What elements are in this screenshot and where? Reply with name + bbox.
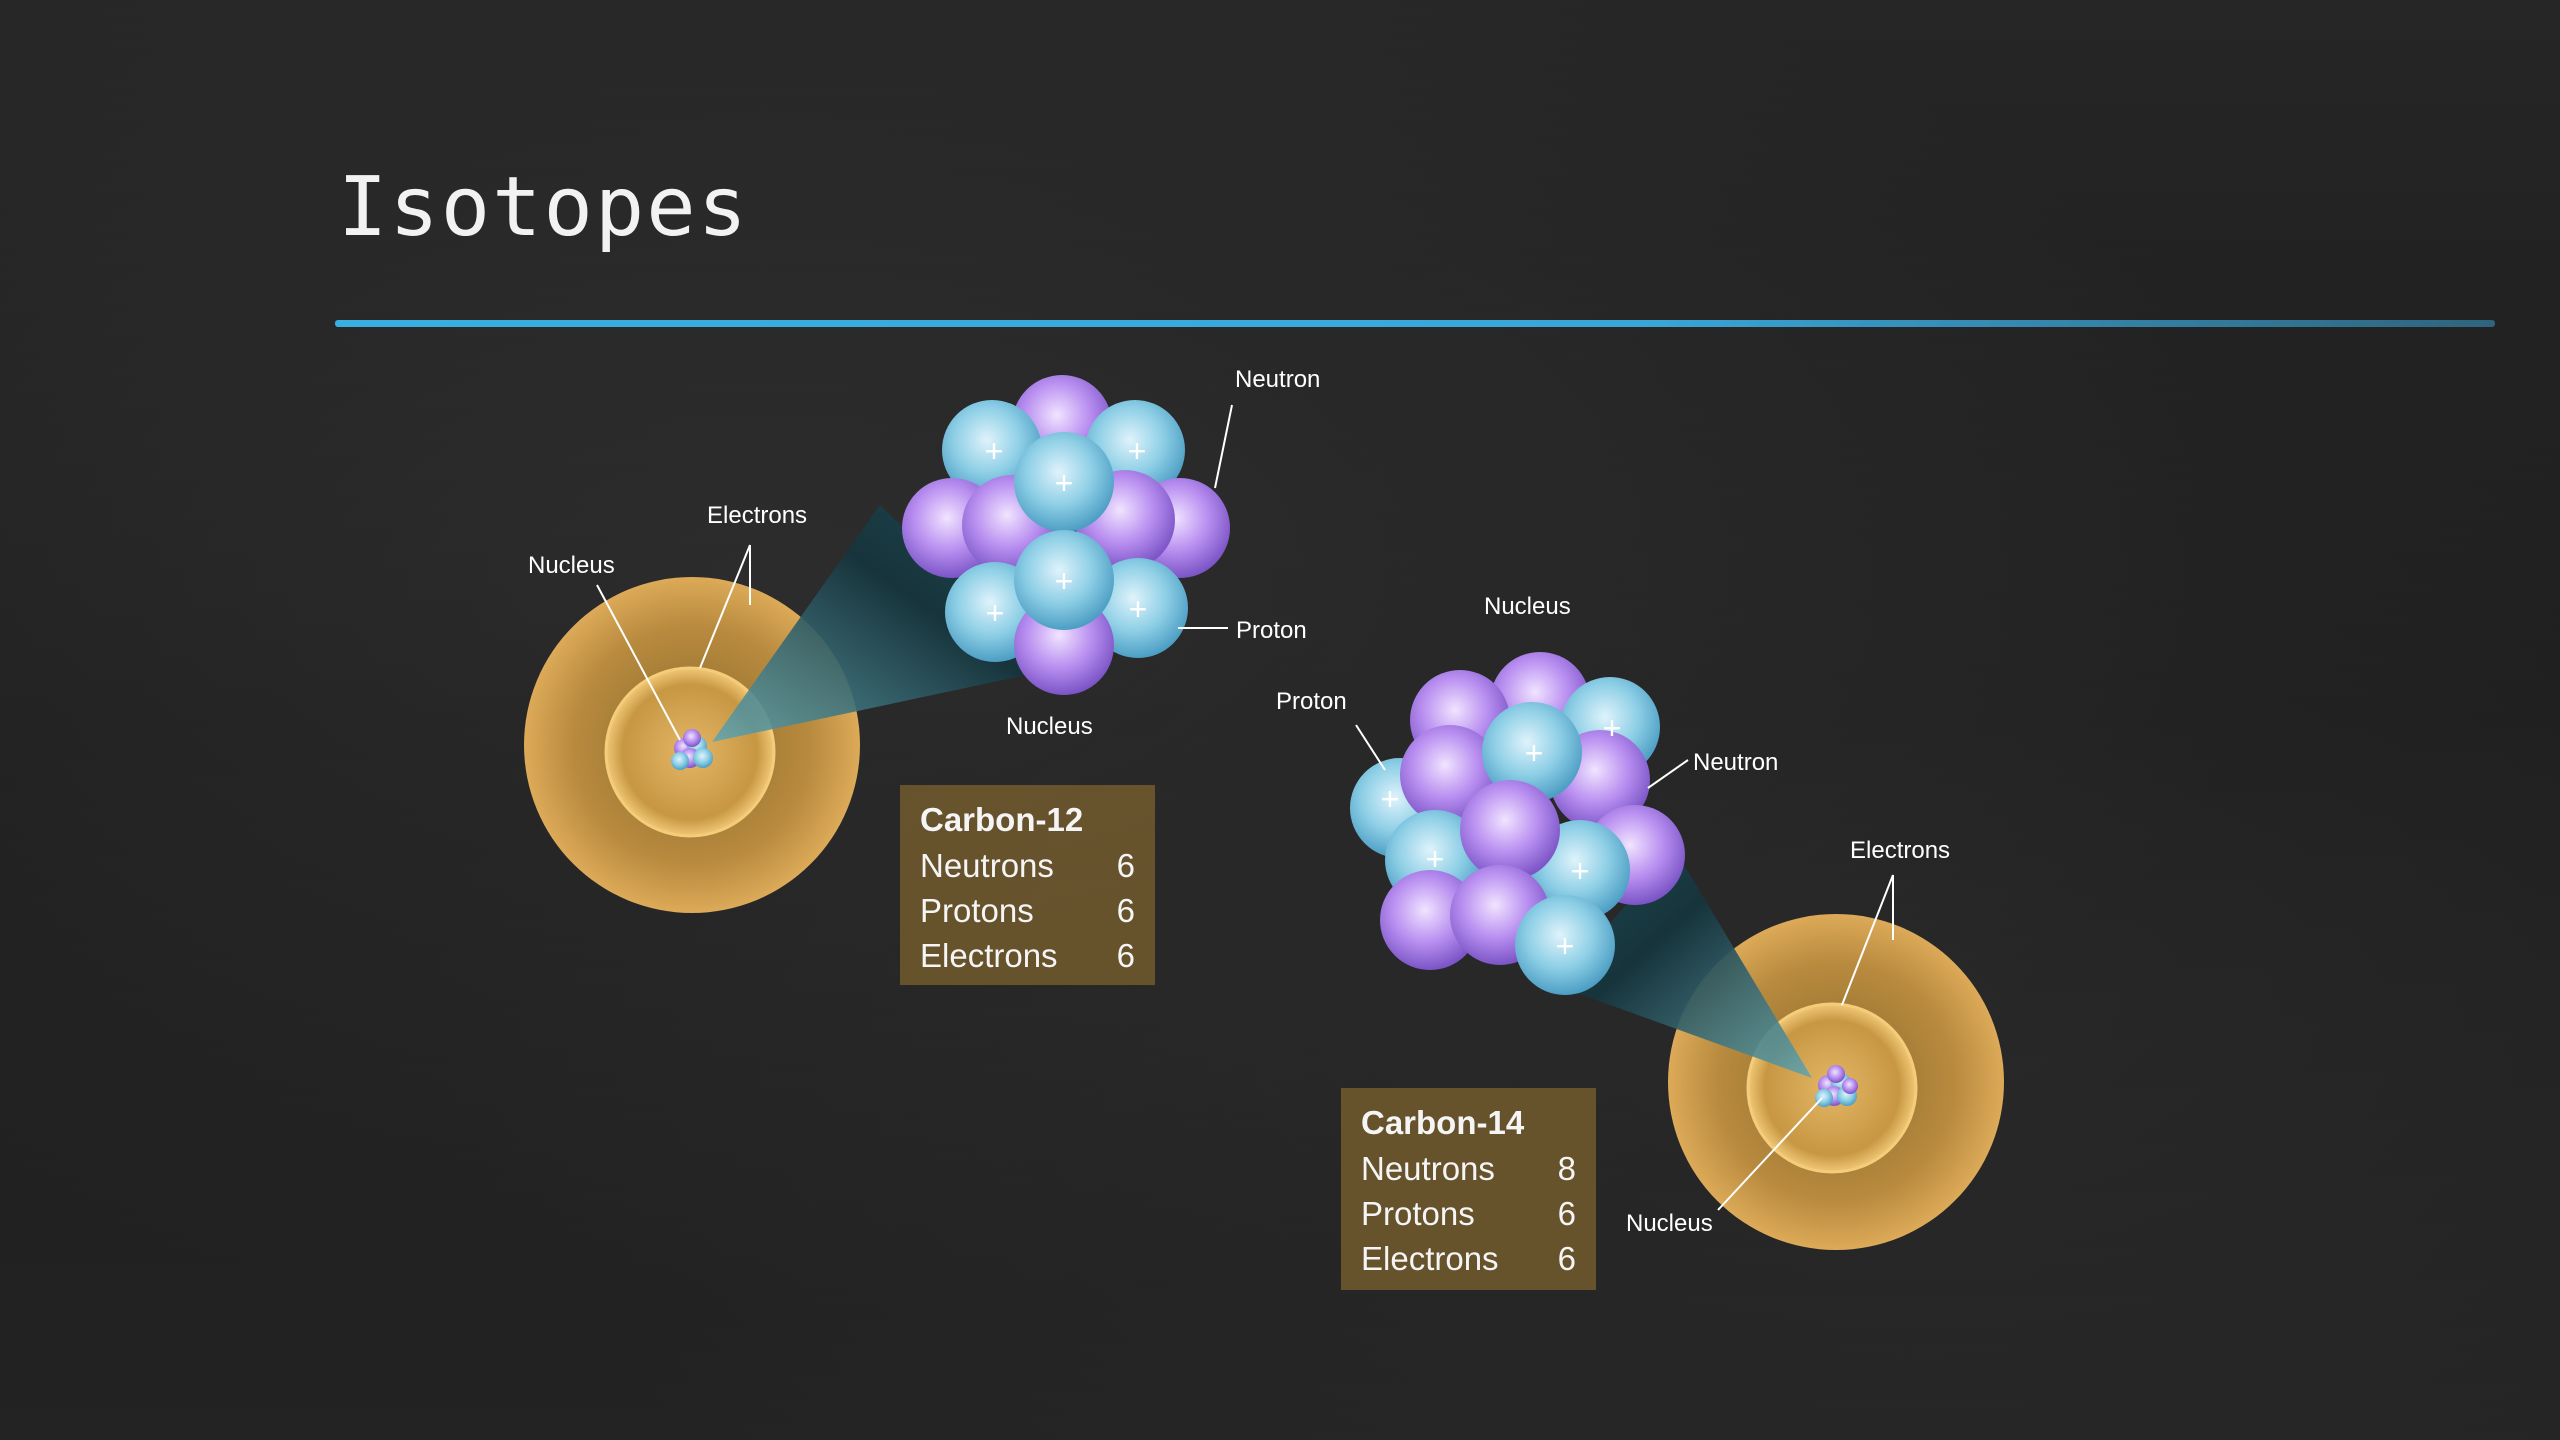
- carbon12-nucleus-cluster: + + + + + +: [902, 375, 1230, 695]
- row-label: Neutrons: [1361, 1150, 1495, 1187]
- svg-text:+: +: [1525, 735, 1544, 771]
- svg-text:+: +: [1129, 591, 1148, 627]
- carbon14-label-neutron: Neutron: [1693, 749, 1778, 776]
- carbon12-row-neutrons: Neutrons 6: [920, 843, 1135, 888]
- carbon14-label-nucleus-atom: Nucleus: [1626, 1210, 1713, 1237]
- carbon14-zoom-beam: [1555, 850, 1812, 1078]
- carbon14-row-protons: Protons 6: [1361, 1191, 1576, 1236]
- svg-text:+: +: [1381, 781, 1400, 817]
- carbon14-info-box: Carbon-14 Neutrons 8 Protons 6 Electrons…: [1341, 1088, 1596, 1290]
- carbon14-row-electrons: Electrons 6: [1361, 1236, 1576, 1281]
- row-value: 6: [1116, 847, 1135, 884]
- row-label: Electrons: [1361, 1240, 1499, 1277]
- carbon14-nucleus-cluster: + + + + + +: [1350, 652, 1685, 995]
- carbon12-label-neutron: Neutron: [1235, 366, 1320, 393]
- slide-title: Isotopes: [338, 160, 749, 255]
- svg-text:+: +: [1128, 433, 1147, 469]
- carbon12-label-nucleus-atom: Nucleus: [528, 552, 615, 579]
- svg-text:+: +: [1055, 465, 1074, 501]
- carbon12-row-protons: Protons 6: [920, 888, 1135, 933]
- carbon12-group: + + + + + + Nucleus Electrons Neutron: [524, 366, 1320, 913]
- svg-text:+: +: [1426, 841, 1445, 877]
- row-value: 8: [1557, 1150, 1576, 1187]
- carbon14-label-nucleus-zoom: Nucleus: [1484, 593, 1571, 620]
- svg-text:+: +: [1556, 928, 1575, 964]
- carbon12-mini-nucleus: [671, 729, 713, 770]
- row-value: 6: [1116, 892, 1135, 929]
- row-value: 6: [1116, 937, 1135, 974]
- carbon14-box-title: Carbon-14: [1361, 1104, 1525, 1141]
- row-value: 6: [1557, 1195, 1576, 1232]
- row-label: Protons: [920, 892, 1034, 929]
- carbon14-mini-nucleus: [1815, 1065, 1858, 1107]
- row-label: Neutrons: [920, 847, 1054, 884]
- carbon14-label-proton: Proton: [1276, 688, 1347, 715]
- row-value: 6: [1557, 1240, 1576, 1277]
- svg-text:+: +: [986, 595, 1005, 631]
- carbon14-label-electrons: Electrons: [1850, 837, 1950, 864]
- carbon14-row-neutrons: Neutrons 8: [1361, 1146, 1576, 1191]
- carbon12-info-box: Carbon-12 Neutrons 6 Protons 6 Electrons…: [900, 785, 1155, 985]
- carbon12-label-electrons: Electrons: [707, 502, 807, 529]
- svg-text:+: +: [1603, 710, 1622, 746]
- carbon12-zoom-beam: [712, 505, 1050, 742]
- svg-text:+: +: [1571, 853, 1590, 889]
- carbon12-label-nucleus-zoom: Nucleus: [1006, 713, 1093, 740]
- carbon12-label-proton: Proton: [1236, 617, 1307, 644]
- svg-text:+: +: [1055, 563, 1074, 599]
- carbon12-box-title: Carbon-12: [920, 801, 1084, 838]
- svg-text:+: +: [985, 433, 1004, 469]
- carbon14-leader-lines: [1355, 724, 1894, 1211]
- carbon12-leader-lines: [596, 404, 1233, 741]
- carbon14-group: + + + + + + Nucleus Proton Neutron: [1276, 593, 2004, 1250]
- carbon12-row-electrons: Electrons 6: [920, 933, 1135, 978]
- title-divider: [335, 320, 2495, 327]
- row-label: Electrons: [920, 937, 1058, 974]
- row-label: Protons: [1361, 1195, 1475, 1232]
